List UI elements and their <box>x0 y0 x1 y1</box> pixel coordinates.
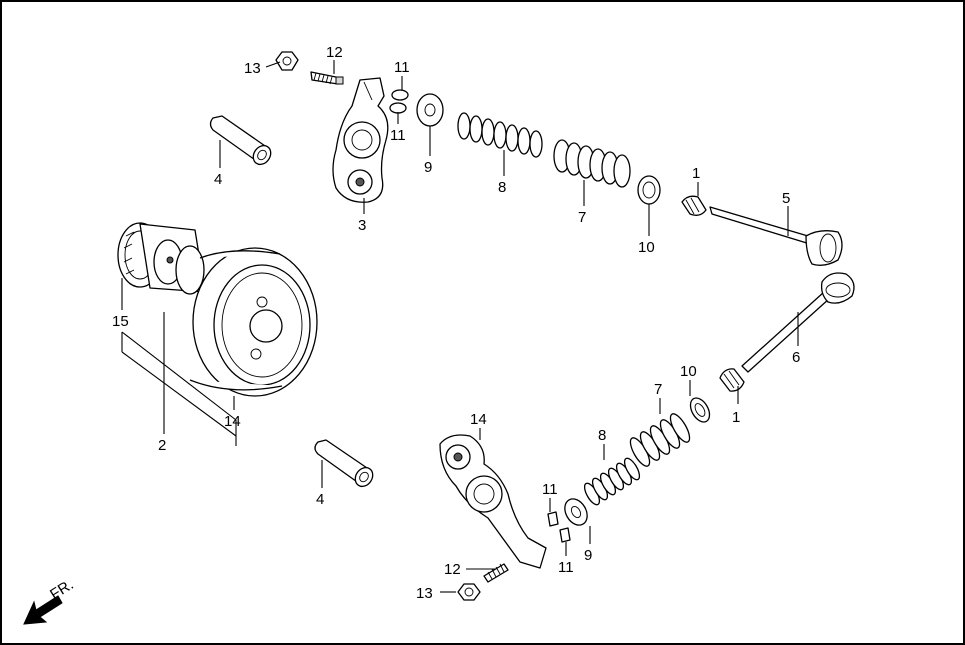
callout-8-lower: 8 <box>598 427 606 444</box>
callout-10-upper: 10 <box>638 239 655 256</box>
callout-8-upper: 8 <box>498 179 506 196</box>
inner-spring-upper <box>457 112 543 158</box>
callout-11-lower-a: 11 <box>542 481 558 498</box>
callout-9-lower: 9 <box>584 547 592 564</box>
callout-1-lower: 1 <box>732 409 740 426</box>
adjust-screw-lower <box>483 563 509 583</box>
callout-9-upper: 9 <box>424 159 432 176</box>
stem-seal-lower <box>719 368 745 392</box>
callout-labels: 13 12 11 11 9 8 7 10 1 5 3 4 15 2 14 6 1… <box>112 44 800 602</box>
callout-7-lower: 7 <box>654 381 662 398</box>
callout-12-lower: 12 <box>444 561 461 578</box>
callout-14-rocker: 14 <box>470 411 487 428</box>
callout-4-upper: 4 <box>214 171 222 188</box>
rocker-shaft-upper <box>209 115 272 166</box>
callout-11-upper-a: 11 <box>394 59 410 76</box>
outer-spring-lower <box>629 413 691 467</box>
callout-7-upper: 7 <box>578 209 586 226</box>
inner-spring-lower <box>583 457 641 506</box>
cotter-upper <box>389 89 409 114</box>
rocker-arm-upper <box>332 77 389 203</box>
leader-lines <box>121 60 799 593</box>
callout-15: 15 <box>112 313 129 330</box>
retainer-lower <box>564 498 588 526</box>
cotter-lower <box>547 511 571 543</box>
valve-upper <box>709 206 843 266</box>
callout-1-upper: 1 <box>692 165 700 182</box>
rocker-shaft-lower <box>314 439 374 488</box>
front-arrow-icon <box>23 595 63 625</box>
nut-upper <box>275 51 299 71</box>
callout-13-lower: 13 <box>416 585 433 602</box>
callout-14-sprocket: 14 <box>224 413 241 430</box>
spring-seat-lower <box>689 397 711 423</box>
front-label: FR. <box>47 576 77 603</box>
callout-3: 3 <box>358 217 366 234</box>
callout-11-lower-b: 11 <box>558 559 574 576</box>
rocker-arm-lower <box>439 434 547 569</box>
callout-5: 5 <box>782 190 790 207</box>
retainer-upper <box>416 93 444 127</box>
camshaft-assembly <box>117 222 318 397</box>
callout-4-lower: 4 <box>316 491 324 508</box>
callout-2: 2 <box>158 437 166 454</box>
valve-lower <box>741 272 855 373</box>
callout-12-upper: 12 <box>326 44 343 61</box>
adjust-screw-upper <box>310 71 344 85</box>
outer-spring-upper <box>553 139 631 188</box>
front-direction-indicator: FR. <box>23 576 77 625</box>
nut-lower <box>457 583 481 601</box>
spring-seat-upper <box>637 175 661 205</box>
callout-13-upper: 13 <box>244 60 261 77</box>
stem-seal-upper <box>681 195 707 216</box>
callout-6: 6 <box>792 349 800 366</box>
callout-10-lower: 10 <box>680 363 697 380</box>
callout-11-upper-b: 11 <box>390 127 406 144</box>
